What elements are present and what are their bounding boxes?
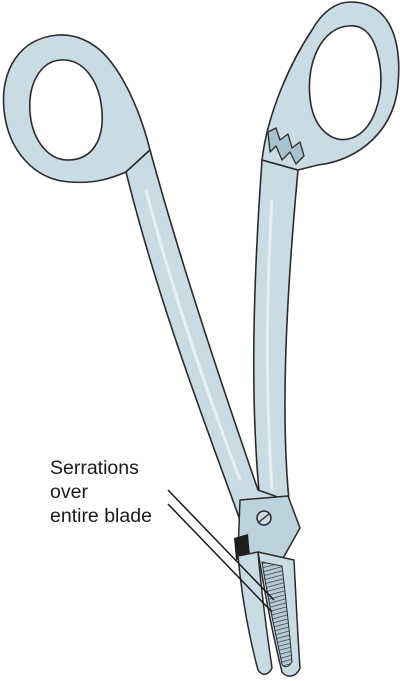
left-arm: [2, 34, 301, 561]
ratchet-teeth: [267, 127, 305, 165]
leader-line-1: [167, 489, 275, 601]
label-line-1: Serrations: [50, 457, 139, 479]
left-arm-shaft-highlight: [144, 189, 242, 481]
right-arm-shaft: [252, 159, 299, 521]
label-line-3: entire blade: [50, 505, 152, 527]
serrations-label: Serrations over entire blade: [50, 456, 152, 528]
label-line-2: over: [50, 481, 88, 503]
right-arm: [252, 1, 400, 521]
jaws: [237, 551, 301, 677]
right-arm-shaft-highlight: [266, 199, 274, 491]
label-leaders: [167, 489, 275, 613]
leader-line-2: [167, 503, 273, 613]
jaw-shadow: [234, 534, 250, 560]
left-ring-handle: [2, 34, 151, 184]
right-ring-handle: [261, 1, 400, 171]
